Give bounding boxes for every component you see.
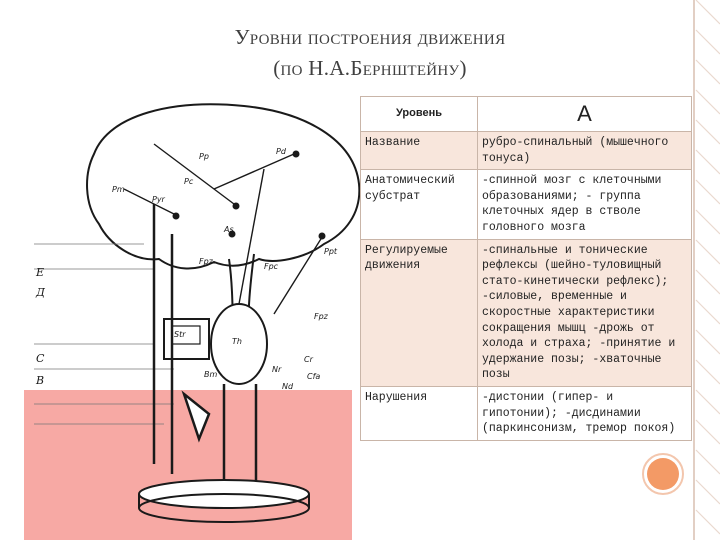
diagram-label-pyr: Pyr <box>152 195 166 204</box>
level-marker-e: Е <box>35 266 44 279</box>
diagram-label-pp: Pp <box>199 152 209 161</box>
diagram-label-pd: Pd <box>276 147 287 156</box>
diagram-label-bm: Bm <box>204 370 217 379</box>
diagram-label-as: As <box>223 225 234 234</box>
diagram-label-ppt: Ppt <box>324 247 338 256</box>
slide-border-decoration <box>692 0 720 540</box>
diagram-label-fpc: Fpc <box>264 262 279 271</box>
level-marker-d: Д <box>35 286 46 299</box>
diagram-label-pm: Pm <box>112 185 125 194</box>
table-row: Регулируемые движения -спинальные и тони… <box>360 238 692 387</box>
level-marker-b: В <box>35 374 44 387</box>
diagram-label-cfa: Cfa <box>307 372 320 381</box>
row-label: Анатомический субстрат <box>360 169 478 240</box>
table-row: Название рубро-спинальный (мышечного тон… <box>360 130 692 171</box>
slide-title: Уровни построения движения (по Н.А.Бернш… <box>150 22 590 84</box>
row-label: Нарушения <box>360 385 478 441</box>
diagram-label-fpz: Fpz <box>199 257 214 266</box>
row-label: Название <box>360 130 478 171</box>
title-line-1: Уровни построения движения <box>234 25 506 49</box>
header-level-label: Уровень <box>360 96 478 132</box>
diagram-label-str: Str <box>174 330 186 339</box>
diagram-label-pc: Pc <box>184 177 194 186</box>
brain-diagram: Pyr Pc Pp Pm As Fpz Fpc Str Pd Ppt Fpz T… <box>34 103 361 523</box>
decorative-circle-icon <box>642 453 684 495</box>
row-label: Регулируемые движения <box>360 238 478 387</box>
table-row: Анатомический субстрат -спинной мозг с к… <box>360 169 692 240</box>
row-value: -спинной мозг с клеточными образованиями… <box>477 169 692 240</box>
diagram-label-th: Th <box>232 337 242 346</box>
row-value: -дистонии (гипер- и гипотонии); -дисдина… <box>477 385 692 441</box>
diagram-label-nd: Nd <box>282 382 294 391</box>
diagram-label-fpz-2: Fpz <box>314 312 329 321</box>
table-header-row: Уровень А <box>360 96 692 132</box>
row-value: рубро-спинальный (мышечного тонуса) <box>477 130 692 171</box>
row-value: -спинальные и тонические рефлексы (шейно… <box>477 238 692 387</box>
levels-table: Уровень А Название рубро-спинальный (мыш… <box>360 96 692 441</box>
diagram-label-cr: Cr <box>304 355 314 364</box>
table-row: Нарушения -дистонии (гипер- и гипотонии)… <box>360 385 692 441</box>
diagram-label-nr: Nr <box>272 365 282 374</box>
title-line-2: (по Н.А.Бернштейну) <box>273 56 467 80</box>
header-level-code: А <box>477 96 692 132</box>
level-marker-c: С <box>36 352 45 365</box>
